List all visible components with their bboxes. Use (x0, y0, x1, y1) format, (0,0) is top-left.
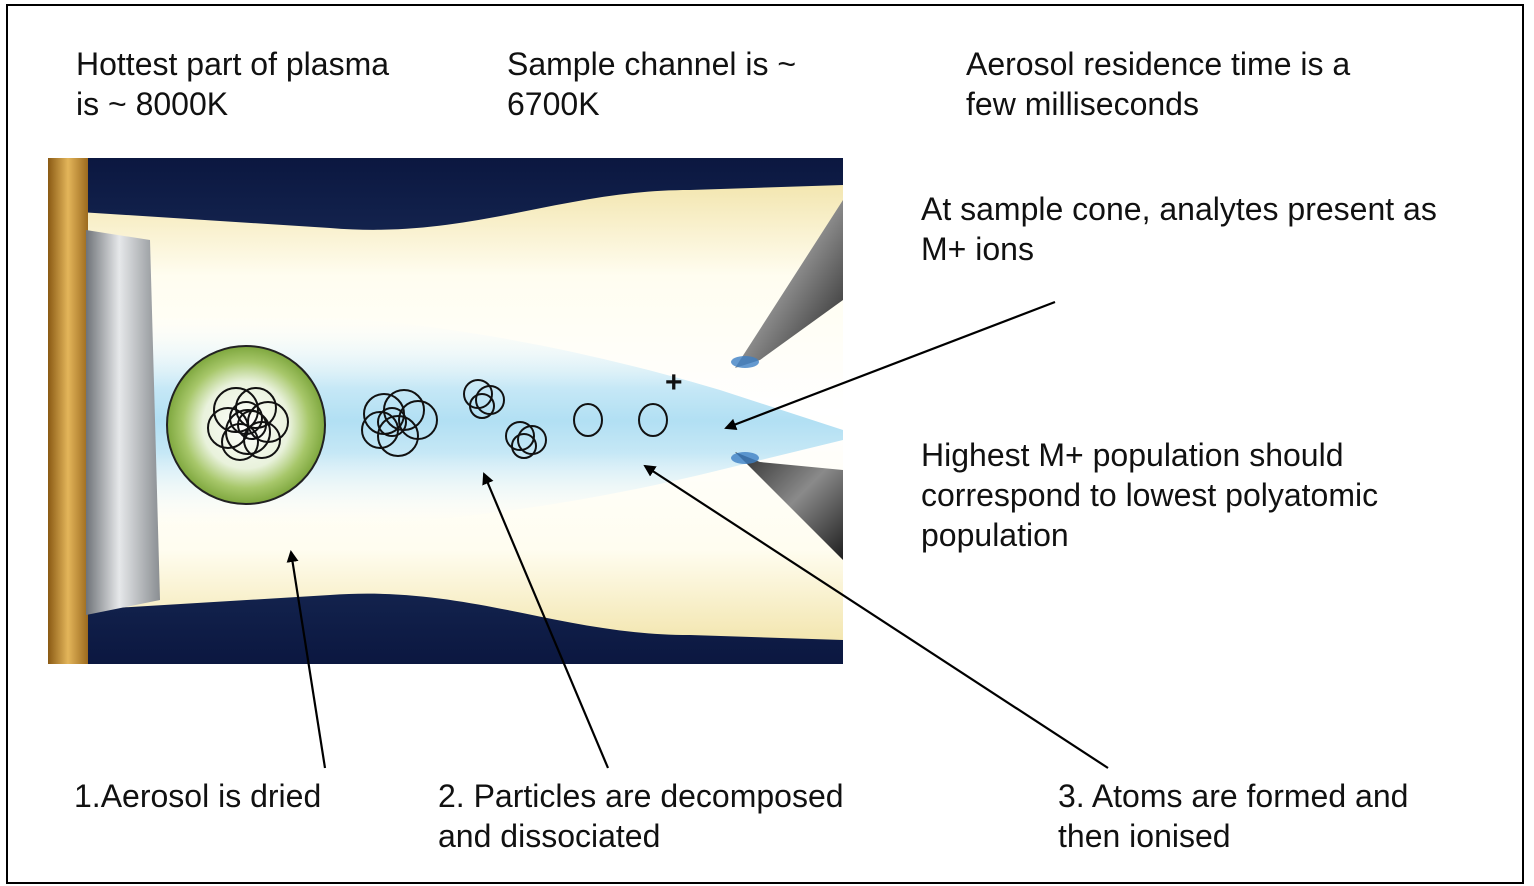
plasma-panel (48, 158, 843, 664)
figure-frame (6, 4, 1524, 884)
free-atoms (573, 403, 668, 437)
label-highest-m-population: Highest M+ population should correspond … (921, 437, 1379, 553)
particle-cluster (361, 389, 438, 457)
sample-cone-upper (735, 200, 843, 368)
torch-tube (86, 230, 160, 615)
label-step2-particles-decomposed: 2. Particles are decomposed and dissocia… (438, 778, 844, 854)
label-step1-aerosol-dried: 1.Aerosol is dried (74, 778, 322, 814)
dried-aerosol-droplet (166, 345, 326, 505)
label-sample-channel: Sample channel is ~ 6700K (507, 46, 797, 122)
arrow-step2 (482, 472, 610, 769)
arrow-sample-cone (724, 300, 1056, 431)
ion-plus-symbol: + (665, 366, 683, 399)
torch-gold-edge (48, 158, 88, 664)
label-sample-cone: At sample cone, analytes present as M+ i… (921, 191, 1437, 267)
arrow-step3 (643, 464, 1109, 769)
sample-cone-lower (735, 452, 843, 560)
label-step3-atoms-ionised: 3. Atoms are formed and then ionised (1058, 778, 1409, 854)
annotation-arrows (286, 300, 1109, 769)
sample-channel (140, 313, 843, 528)
dissociating-particles (463, 379, 547, 459)
label-residence-time: Aerosol residence time is a few millisec… (966, 46, 1351, 122)
label-hottest-plasma: Hottest part of plasma is ~ 8000K (76, 46, 390, 122)
arrow-step1 (286, 550, 327, 769)
